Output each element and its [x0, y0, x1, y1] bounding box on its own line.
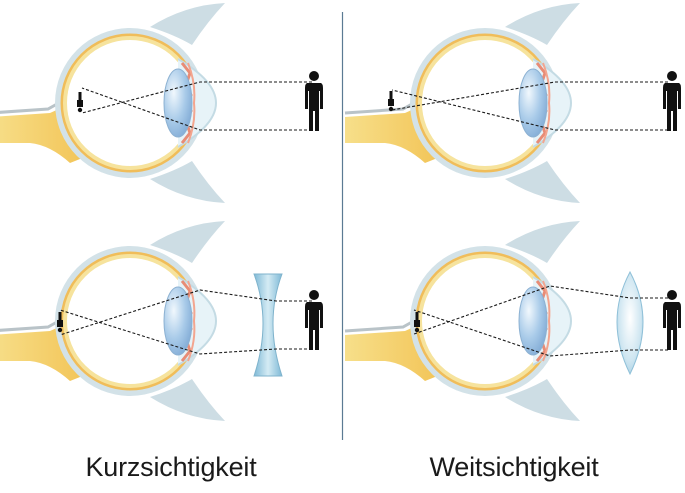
person-silhouette-icon: [663, 290, 681, 350]
panel-myopia-uncorrected: [0, 1, 323, 205]
eyeball: [0, 1, 227, 205]
light-rays: [391, 81, 668, 131]
panel-myopia-corrected: [0, 219, 323, 423]
eyeball: [0, 219, 227, 423]
light-rays: [81, 81, 312, 131]
inverted-person-icon: [388, 91, 394, 112]
panel-hyperopia-corrected: [343, 219, 681, 423]
person-silhouette-icon: [305, 71, 323, 131]
panel-hyperopia-uncorrected: [343, 1, 681, 205]
convex-lens: [616, 270, 644, 376]
eyeball: [343, 219, 582, 423]
light-rays: [59, 289, 312, 355]
person-silhouette-icon: [663, 71, 681, 131]
person-silhouette-icon: [305, 290, 323, 350]
caption-myopia: Kurzsichtigkeit: [85, 452, 257, 482]
caption-hyperopia: Weitsichtigkeit: [429, 452, 599, 482]
concave-lens: [253, 273, 283, 377]
light-rays: [413, 285, 668, 357]
eyeball: [343, 1, 582, 205]
